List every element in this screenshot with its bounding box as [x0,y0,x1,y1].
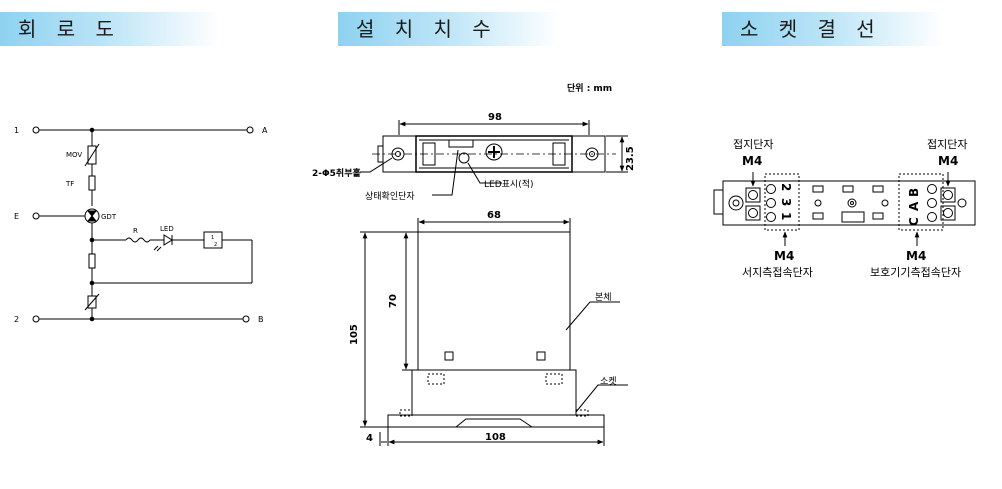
protect-side-terminal-block [898,173,944,231]
led-indicator [458,152,470,164]
socket-wiring-heading: 소 켓 결 선 [722,12,944,46]
height-105-label: 105 [349,324,360,345]
ground-terminal-left-label: 접지단자 [733,138,773,151]
mounting-hole-right [585,147,599,161]
dimensions-heading: 설 치 치 수 [338,12,560,46]
led-symbol [163,234,173,246]
surge-side-terminal-block [764,173,800,231]
offset-4-label: 4 [366,433,373,444]
height-23-5-label: 23.5 [625,146,636,171]
socket-outline [411,369,577,416]
circuit-diagram-heading: 회 로 도 [0,12,220,46]
side-view-drawing [360,218,628,446]
terminal-1-label: 1 [14,126,19,135]
resistor-lower-symbol [88,253,96,269]
circuit-labels: 1 A MOV TF E GDT R LED 1 2 2 B [14,126,268,324]
pin-b-label: B [907,188,921,197]
m4-bottom-right-label: M4 [906,249,926,263]
base-outline [387,414,605,428]
switch-pin-2-label: 2 [214,242,217,248]
terminal-a-label: A [262,126,268,135]
switch-pin-1-label: 1 [211,235,214,241]
status-terminal [448,139,474,148]
width-98-label: 98 [488,112,502,123]
width-68-label: 68 [487,210,501,221]
pin-3-label: 3 [779,198,793,206]
m4-top-left-label: M4 [742,154,762,168]
protect-side-terminal-label: 보호기기측접속단자 [870,266,961,279]
body-label: 본체 [595,292,612,303]
terminal-2-node [32,315,40,323]
top-view-drawing [360,120,628,196]
mov-label: MOV [66,151,82,159]
unit-label: 단위 : mm [567,82,612,94]
terminal-1-node [32,126,40,134]
pin-a-label: A [907,201,921,211]
pin-1-label: 1 [779,212,793,220]
tf-label: TF [65,180,74,188]
hole-label: 2-Φ5취부홀 [312,167,361,179]
body-outline [417,231,571,371]
socket-wiring-drawing [713,172,976,246]
gdt-label: GDT [101,213,117,221]
mounting-hole-left [391,147,405,161]
resistor-r-symbol [125,237,151,243]
surge-side-terminal-label: 서지측접속단자 [742,266,813,279]
terminal-e-node [32,212,40,220]
terminal-a-node [246,126,254,134]
pin-2-label: 2 [779,183,793,191]
terminal-e-label: E [14,212,19,221]
m4-top-right-label: M4 [938,154,958,168]
terminal-b-node [242,315,250,323]
ground-terminal-right-label: 접지단자 [927,138,967,151]
height-70-label: 70 [388,294,399,308]
pin-c-label: C [907,217,921,226]
m4-bottom-left-label: M4 [774,249,794,263]
led-indicator-label: LED표시(적) [484,178,534,190]
socket-base [722,180,976,226]
terminal-b-label: B [258,315,264,324]
terminal-2-label: 2 [14,315,19,324]
socket-part-label: 소켓 [600,376,617,387]
width-108-label: 108 [485,432,506,443]
status-terminal-label: 상태확인단자 [365,190,415,202]
r-label: R [133,227,138,235]
screw [485,143,503,161]
tf-fuse-symbol [88,175,96,191]
led-label: LED [160,225,174,233]
circuit-diagram [32,126,254,323]
